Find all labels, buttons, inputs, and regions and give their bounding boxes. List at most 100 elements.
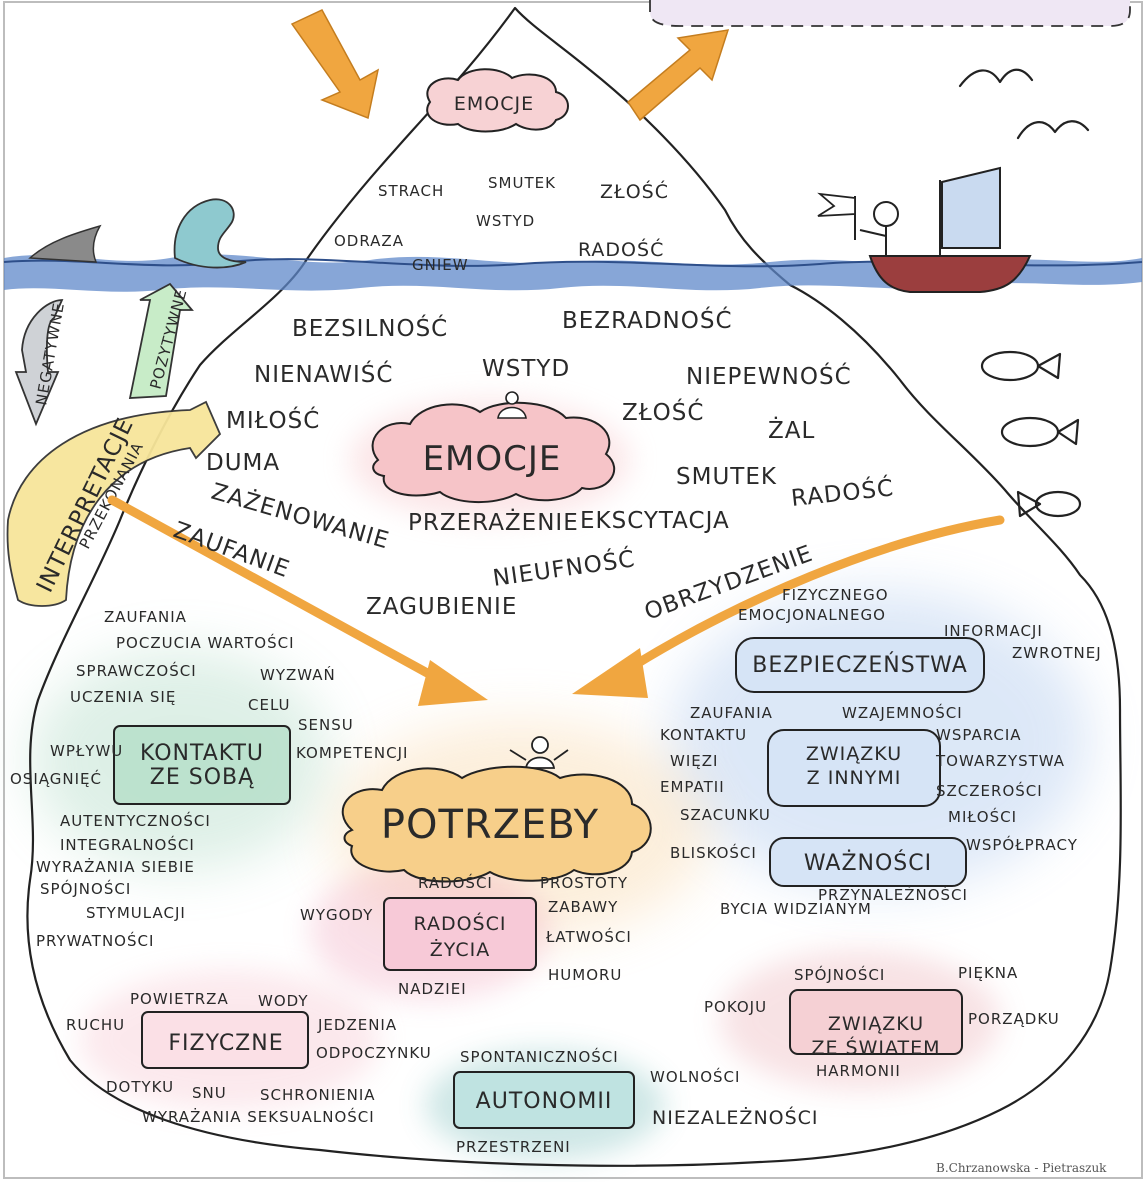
- box-label-fizyczne: FIZYCZNE: [168, 1031, 283, 1056]
- meditating-figure-icon: [497, 391, 527, 419]
- arrow-up-icon: [627, 29, 730, 122]
- need-word: WPŁYWU: [50, 742, 123, 760]
- emotion-word: ZAUFANIE: [170, 517, 293, 583]
- need-word: INTEGRALNOŚCI: [60, 835, 195, 854]
- need-word: BLISKOŚCI: [670, 843, 757, 862]
- boat-icon: [817, 166, 1032, 293]
- need-word: WIĘZI: [670, 752, 718, 770]
- tip-word: SMUTEK: [488, 174, 556, 192]
- need-word: PRZYNALEŻNOŚCI: [818, 885, 968, 904]
- bird-icon: [958, 68, 1034, 88]
- box-waznosci: [769, 837, 967, 887]
- box-autonomii: [453, 1071, 635, 1129]
- tip-word: STRACH: [378, 182, 444, 200]
- need-word: WYZWAŃ: [260, 665, 336, 684]
- bird-icon: [1016, 120, 1090, 140]
- emotion-word: SMUTEK: [676, 464, 777, 490]
- need-word: WOLNOŚCI: [650, 1067, 740, 1086]
- emotion-word: ZŁOŚĆ: [622, 398, 704, 426]
- need-word: ZABAWY: [548, 898, 618, 916]
- need-word: DOTYKU: [106, 1078, 174, 1096]
- need-word: PRZESTRZENI: [456, 1138, 571, 1156]
- box-radosci-zycia: [383, 897, 537, 971]
- negative-arrow: [14, 299, 64, 427]
- need-word: EMPATII: [660, 778, 725, 796]
- box-fizyczne: [141, 1011, 309, 1069]
- need-word: PROSTOTY: [540, 874, 628, 892]
- emotion-word: MIŁOŚĆ: [226, 406, 320, 434]
- need-word: WZAJEMNOŚCI: [842, 703, 963, 722]
- middle-emotions-cloud: [371, 401, 616, 503]
- emotion-word: RADOŚĆ: [790, 473, 896, 512]
- need-word: WYRAŻANIA SEKSUALNOŚCI: [142, 1107, 375, 1126]
- right-arrowhead-icon: [572, 648, 648, 698]
- need-word: ZAUFANIA: [104, 608, 187, 626]
- box-label-bezpieczenstwa: BEZPIECZEŃSTWA: [752, 652, 968, 678]
- need-word: SPONTANICZNOŚCI: [460, 1047, 619, 1066]
- box-bezpieczenstwa: [735, 637, 985, 693]
- need-word: ŁATWOŚCI: [545, 927, 632, 946]
- need-word: KONTAKTU: [660, 726, 747, 744]
- need-word: WSPÓŁPRACY: [966, 835, 1078, 854]
- interpretations-arrow: [6, 400, 222, 607]
- left-orange-arrow: [107, 495, 445, 685]
- need-word: SPÓJNOŚCI: [40, 879, 131, 898]
- emotion-word: PRZERAŻENIE: [408, 508, 579, 536]
- emotion-word: DUMA: [206, 450, 280, 476]
- need-word: SENSU: [298, 716, 354, 734]
- positive-arrow: [128, 282, 194, 399]
- need-word: SNU: [192, 1084, 227, 1102]
- need-word: EMOCJONALNEGO: [738, 606, 886, 624]
- need-word: POWIETRZA: [130, 990, 229, 1008]
- need-word: FIZYCZNEGO: [782, 586, 889, 604]
- need-word: NIEZALEŻNOŚCI: [652, 1105, 819, 1129]
- need-word: SCHRONIENIA: [260, 1086, 376, 1104]
- shark-fin-icon: [28, 224, 102, 263]
- left-arrowhead-icon: [418, 660, 488, 706]
- need-word: SPRAWCZOŚCI: [76, 661, 197, 680]
- need-word: WYRAŻANIA SIEBIE: [36, 857, 195, 876]
- emotion-word: EKSCYTACJA: [580, 508, 730, 534]
- need-word: POKOJU: [704, 998, 767, 1016]
- need-word: SZCZEROŚCI: [936, 781, 1043, 800]
- emotion-word: WSTYD: [482, 356, 570, 382]
- tip-word: WSTYD: [476, 212, 535, 230]
- sea-band: [4, 254, 1142, 292]
- need-word: WSPARCIA: [936, 726, 1022, 744]
- need-word: RADOŚCI: [418, 873, 493, 892]
- fish-icon: [1000, 416, 1080, 448]
- need-word: BYCIA WIDZIANYM: [720, 900, 872, 918]
- need-word: PIĘKNA: [958, 964, 1018, 982]
- need-word: TOWARZYSTWA: [935, 752, 1065, 770]
- need-word: POCZUCIA WARTOŚCI: [116, 633, 295, 652]
- emotion-word: BEZRADNOŚĆ: [562, 306, 733, 334]
- emotion-word: ŻAL: [768, 416, 815, 444]
- box-label-waznosci: WAŻNOŚCI: [804, 850, 932, 876]
- need-word: INFORMACJI: [944, 622, 1043, 640]
- signature: B.Chrzanowska - Pietraszuk: [936, 1161, 1107, 1175]
- need-word: PRYWATNOŚCI: [36, 931, 154, 950]
- emotion-word: BEZSILNOŚĆ: [292, 314, 448, 342]
- need-word: PORZĄDKU: [968, 1010, 1060, 1028]
- tip-word: RADOŚĆ: [578, 237, 664, 261]
- need-word: RUCHU: [66, 1016, 125, 1034]
- fish-icon: [1016, 490, 1082, 518]
- need-word: ZAUFANIA: [690, 704, 773, 722]
- need-word: ODPOCZYNKU: [316, 1044, 432, 1062]
- emotion-word: NIEUFNOŚĆ: [491, 544, 637, 592]
- dolphin-icon: [173, 198, 247, 269]
- frame-border: [3, 1, 1143, 1179]
- tip-title: EMOCJE: [454, 93, 534, 115]
- need-word: WODY: [258, 992, 309, 1010]
- emotion-word: NIENAWIŚĆ: [254, 360, 393, 388]
- tip-word: ZŁOŚĆ: [600, 179, 669, 203]
- need-word: HARMONII: [816, 1062, 901, 1080]
- tip-cloud: [426, 68, 569, 133]
- middle-title: EMOCJE: [423, 439, 562, 479]
- need-word: MIŁOŚCI: [948, 807, 1017, 826]
- need-word: SZACUNKU: [680, 806, 771, 824]
